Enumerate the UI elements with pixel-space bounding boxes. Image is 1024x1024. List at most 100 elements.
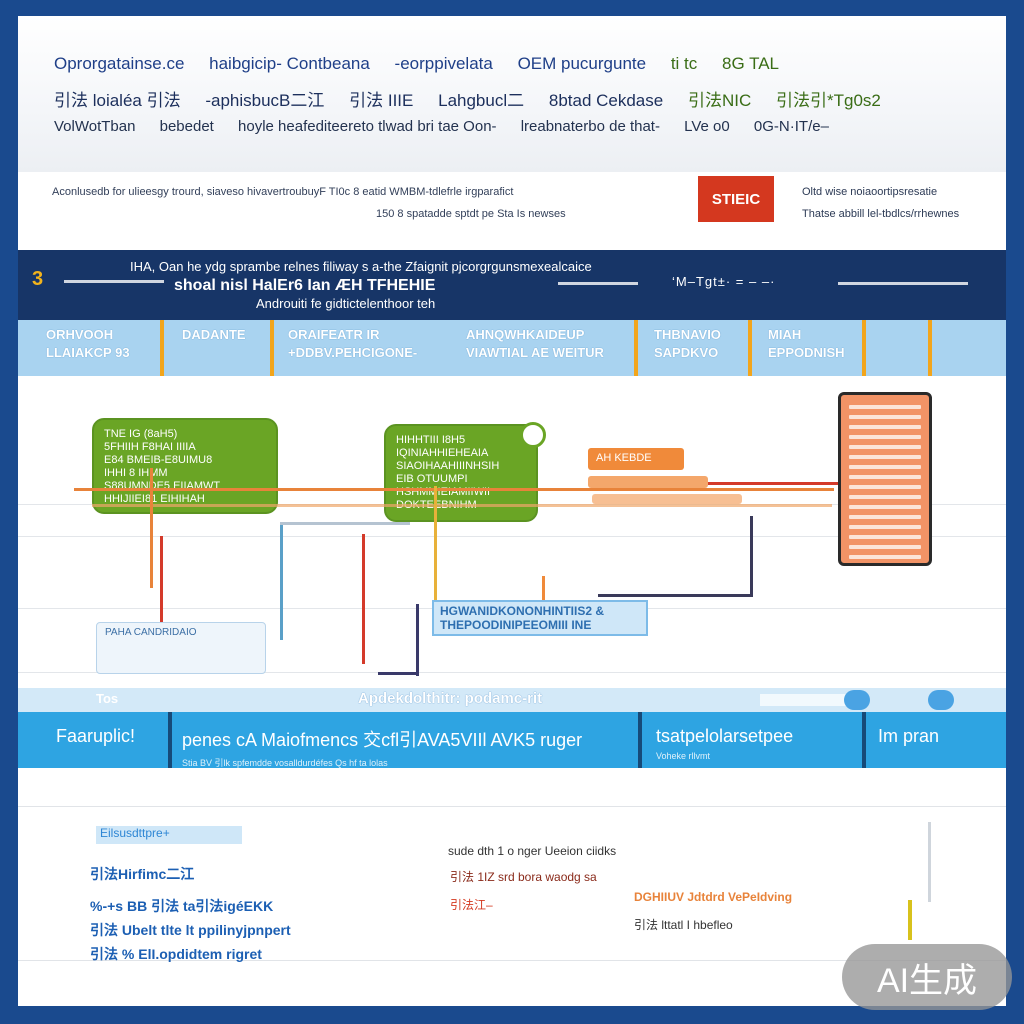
header: Oprorgatainse.ce haibgicip- Contbeana -e… [18,16,1006,172]
orange-bar [588,476,708,488]
mid-strip-label: Tos [96,691,119,706]
footer-tab-sub: Voheke rllvmt [656,751,711,761]
stage-divider [928,320,932,376]
connector-line [280,522,283,640]
stage-label: ORHVOOH LLAIAKCP 93 [38,320,162,376]
stage-label: AHNQWHKAIDEUP VIAWTIAL AE WEITUR [458,320,634,376]
footer-tab[interactable]: tsatpelolarsetpee Voheke rllvmt [646,712,866,768]
header-row-3: VolWotTban bebedet hoyle heafediteereto … [54,118,849,135]
connector-line [542,576,545,606]
legend-heading: Eilsusdttpre+ [96,826,242,844]
footer-tab-label: penes cA Maiofmencs 交cfl引AVA5VIIl AVK5 r… [182,730,583,750]
phone-line [849,455,921,459]
connector-line [378,672,418,675]
phone-line [849,435,921,439]
stage-line: +DDBV.PEHCIGONE- [288,345,418,360]
notes-line: 引法 lttatl I hbefleo [634,918,733,932]
stage-line: THBNAVIO [654,327,721,342]
header-text: 8G TAL [722,54,780,73]
header-text: Lahgbucl二 [438,91,525,110]
banner-text: Androuiti fe gidtictelenthoor teh [256,296,436,311]
header-text: ti tc [670,54,698,73]
connector-line [598,594,753,597]
stage-label: MIAH EPPODNISH [760,320,860,376]
green-box-line: S88UMNDE5 EIIAMWT [104,480,221,492]
phone-line [849,545,921,549]
header-text: 8btad Cekdase [548,91,664,110]
banner-number: 3 [32,268,44,290]
header-text: lreabnaterbo de that- [520,118,660,135]
header-text: hoyle heafediteereto tlwad bri tae Oon- [238,118,497,135]
phone-line [849,445,921,449]
header-text: OEM pucurgunte [517,54,647,73]
footer-tab[interactable]: Im pran [868,712,1006,768]
legend-item: %-+s BB 引法 ta引法igéEKK [90,898,274,914]
header-text: 引法 IIIE [349,91,414,110]
banner-stripe [64,280,164,283]
stage-line: ORHVOOH [46,327,114,342]
stage-label: THBNAVIO SAPDKVO [646,320,746,376]
stage-line: VIAWTIAL AE WEITUR [466,345,604,360]
stage-label: DADANTE [174,320,274,376]
phone-line [849,485,921,489]
notes-line: sude dth 1 o nger Ueeion ciidks [448,844,617,858]
banner-stripe [838,282,968,285]
footer-tab-label: Im pran [878,726,940,746]
header-text: 引法NIC [687,91,752,110]
orange-label-bar: AH KEBDE [588,448,684,470]
stage-line: MIAH [768,327,802,342]
header-text: 0G-N·IT/e– [753,118,829,135]
stage-line: EPPODNISH [768,345,845,360]
blue-note-line: THEPOODINIPEEOMIII INE [440,618,592,632]
connector-line [92,504,832,507]
orange-bar [592,494,742,504]
infographic-frame: Oprorgatainse.ce haibgicip- Contbeana -e… [18,16,1006,1006]
divider-line [928,822,931,902]
stage-divider [270,320,274,376]
green-box-line: TNE IG (8aH5) [104,428,178,440]
footer-tab-sub: Stia BV 引lk spfemdde vosalldurdéfes Qs h… [182,758,388,768]
subtitle-line: Aconlusedb for ulieesgy trourd, siaveso … [52,186,514,198]
green-box-line: HHIJIIEI81 EIHIHAH [104,493,205,505]
banner-title: shoal nisl HalEr6 Ian ÆH TFHEHIE [174,277,436,294]
title-banner: 3 IHA, Oan he ydg sprambe relnes filiway… [18,250,1006,320]
pill-track [760,694,850,706]
banner-text: IHA, Oan he ydg sprambe relnes filiway s… [130,259,592,274]
side-note-line: Thatse abbill lel-tbdlcs/rrhewnes [802,208,960,220]
green-box-line: SIAOIHAAHIIINHSIH [396,460,500,472]
header-text: LVe o0 [684,118,730,135]
stage-line: AHNQWHKAIDEUP [466,327,585,342]
phone-line [849,505,921,509]
red-stamp-label: STIEIC [698,176,774,222]
header-text: bebedet [159,118,214,135]
header-text: -aphisbucB二江 [205,91,325,110]
green-callout-box: HIHHTIII I8H5 IQINIAHHIEHEAIA SIAOIHAAHI… [384,424,538,522]
stage-line: SAPDKVO [654,345,719,360]
stage-divider [160,320,164,376]
phone-device-icon [838,392,932,566]
notes-line: 引法江– [450,898,493,912]
pill-toggle-icon [928,690,954,710]
green-box-line: IQINIAHHIEHEAIA [396,447,489,459]
legend-item: 引法Hirfimc二江 [90,866,195,882]
phone-line [849,515,921,519]
subtitle-block: Aconlusedb for ulieesgy trourd, siaveso … [52,186,672,230]
phone-line [849,495,921,499]
banner-right-text: ‘M–Tgt±· = – –· [672,274,776,289]
footer-tab[interactable]: penes cA Maiofmencs 交cfl引AVA5VIIl AVK5 r… [172,712,642,768]
green-callout-box: TNE IG (8aH5) 5FHIIH F8HAI IIIIA E84 BME… [92,418,278,514]
phone-line [849,465,921,469]
footer-tabs: Faaruplic! penes cA Maiofmencs 交cfl引AVA5… [18,712,1006,768]
green-box-line: 5FHIIH F8HAI IIIIA [104,441,196,453]
mid-strip: Tos Apdekdolthitr: podamc-rit [18,688,1006,712]
grid-line [18,672,1006,673]
phone-line [849,535,921,539]
stage-line: LLAIAKCP 93 [46,345,130,360]
connector-line [160,536,163,646]
footer-tab[interactable]: Faaruplic! [18,712,172,768]
notes-line: 引法 1IZ srd bora waodg sa [450,870,597,884]
connector-line [362,534,365,664]
green-box-line: EIB OTUUMPI [396,473,468,485]
header-text: 引法 loialéa 引法 [54,91,181,110]
arrow-line [708,482,838,485]
